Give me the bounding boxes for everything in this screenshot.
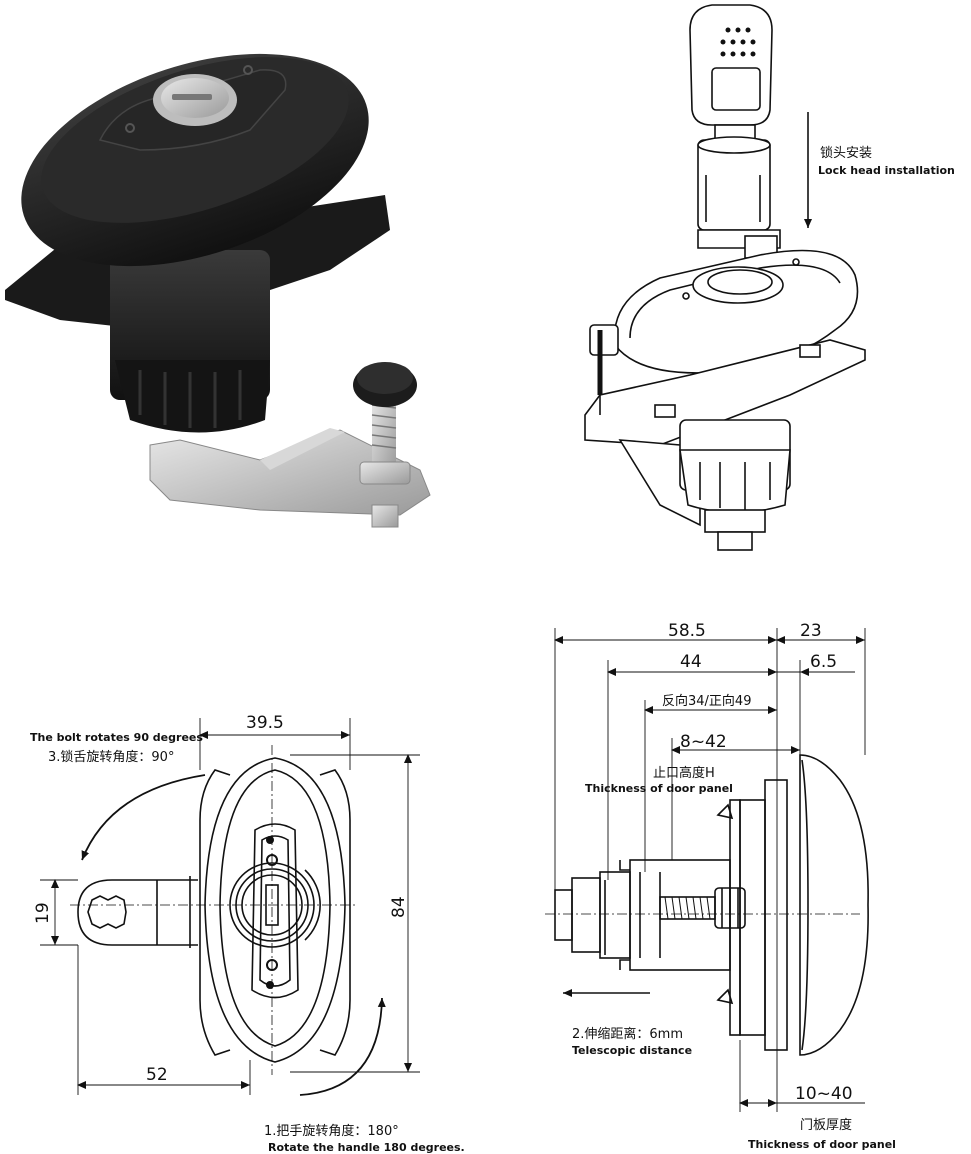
door-thick-label-en: Thickness of door panel: [748, 1138, 896, 1151]
dim-19: 19: [33, 902, 53, 924]
front-view-drawing: [77, 757, 351, 1063]
side-dimension-lines: [554, 628, 866, 1112]
dim-10-40: 10~40: [795, 1084, 853, 1104]
handle-rotation-arrow: [299, 997, 386, 1096]
dim-8-42: 8~42: [680, 732, 727, 752]
dim-23: 23: [800, 621, 822, 641]
front-centerlines: [70, 745, 355, 1075]
lock-install-label-cn: 锁头安装: [820, 145, 872, 161]
bolt-rotate-label-en: The bolt rotates 90 degrees: [30, 731, 203, 744]
dim-58-5: 58.5: [668, 621, 706, 641]
handle-rotate-label-cn: 1.把手旋转角度：180°: [264, 1123, 399, 1139]
bolt-rotate-label-cn: 3.锁舌旋转角度：90°: [48, 749, 174, 765]
product-photo: [5, 53, 431, 528]
bolt-rotation-arrow: [81, 774, 206, 861]
dim-6-5: 6.5: [810, 652, 837, 672]
lock-head-installation-drawing: [584, 4, 866, 551]
telescopic-label-cn: 2.伸缩距离：6mm: [572, 1026, 683, 1042]
front-view-marks: [266, 836, 278, 989]
handle-rotate-label-en: Rotate the handle 180 degrees.: [268, 1141, 465, 1154]
side-view-drawing: [554, 754, 869, 1056]
reverse-forward-label: 反向34/正向49: [662, 693, 751, 709]
stop-height-label-en: Thickness of door panel: [585, 782, 733, 795]
dim-39-5: 39.5: [246, 713, 284, 733]
stop-height-label-cn: 止口高度H: [653, 765, 715, 781]
lock-install-label-en: Lock head installation: [818, 164, 955, 177]
door-thick-label-cn: 门板厚度: [800, 1117, 852, 1133]
dim-52: 52: [146, 1065, 168, 1085]
dim-84: 84: [389, 896, 409, 918]
telescopic-label-en: Telescopic distance: [572, 1044, 692, 1057]
front-dimension-lines: [40, 718, 420, 1095]
dim-44: 44: [680, 652, 702, 672]
